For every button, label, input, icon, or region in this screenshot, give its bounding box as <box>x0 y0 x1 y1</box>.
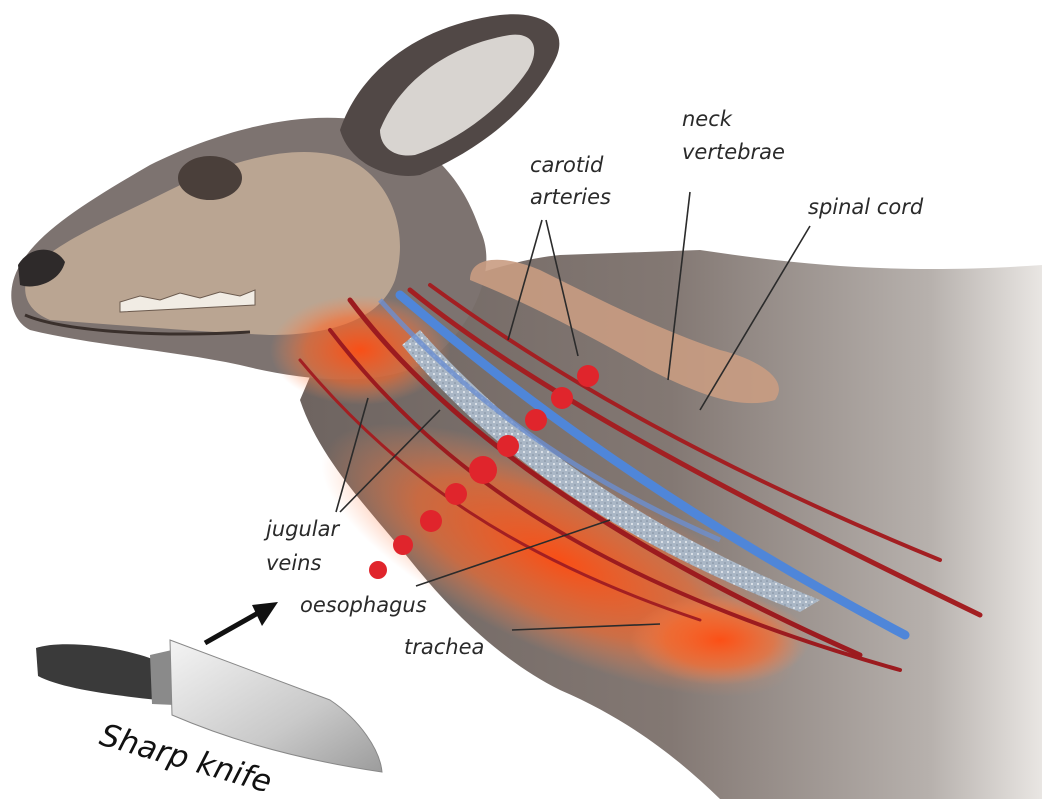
label-neck-line1: neck <box>682 107 733 131</box>
eye-socket <box>178 156 242 200</box>
label-jugular-line2: veins <box>266 551 321 575</box>
label-oesophagus: oesophagus <box>300 593 427 617</box>
label-carotid-line1: carotid <box>530 153 604 177</box>
label-carotid-line2: arteries <box>530 185 611 209</box>
label-jugular-line1: jugular <box>263 517 340 541</box>
label-neck-line2: vertebrae <box>682 140 785 164</box>
label-spinal-cord: spinal cord <box>808 195 924 219</box>
label-trachea: trachea <box>404 635 484 659</box>
arrow-icon <box>205 602 278 643</box>
knife-handle <box>36 644 160 700</box>
